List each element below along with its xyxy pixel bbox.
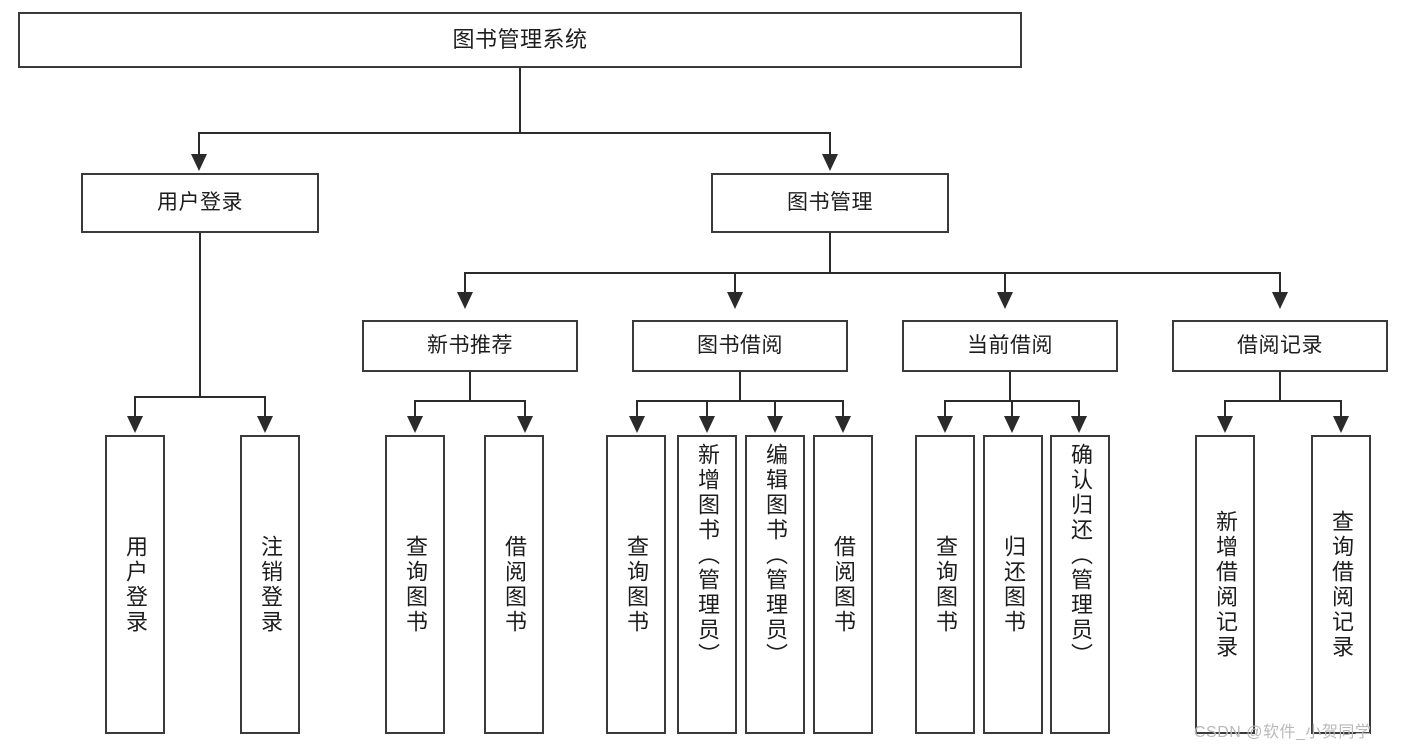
- node-label: 图书管理系统: [452, 26, 588, 52]
- arrow-to-book-manage: [822, 154, 838, 171]
- node-label: 编辑图书（管理员）: [763, 443, 788, 668]
- connector-book-manage-stem: [829, 233, 831, 273]
- connector-new-book-stem: [469, 372, 471, 401]
- leaf-return-book[interactable]: 归还图书: [983, 435, 1043, 734]
- node-label: 查询借阅记录: [1329, 509, 1354, 660]
- leaf-borrow-book-recommend[interactable]: 借阅图书: [484, 435, 544, 734]
- arrow-to-leaf-return-book: [1004, 416, 1020, 433]
- leaf-add-book-admin[interactable]: 新增图书（管理员）: [677, 435, 737, 734]
- node-book-borrow[interactable]: 图书借阅: [632, 320, 848, 372]
- connector-book-borrow-bus: [636, 400, 844, 402]
- arrow-to-leaf-borrow-book-2: [835, 416, 851, 433]
- connector-root-stem: [519, 68, 521, 133]
- connector-user-login-drop-1: [134, 396, 136, 418]
- connector-book-manage-bus: [464, 272, 1281, 274]
- leaf-confirm-return-admin[interactable]: 确认归还（管理员）: [1050, 435, 1110, 734]
- node-current-borrow[interactable]: 当前借阅: [902, 320, 1118, 372]
- node-label: 图书借阅: [697, 334, 783, 358]
- arrow-to-leaf-confirm-return: [1071, 416, 1087, 433]
- connector-current-borrow-drop-1: [944, 400, 946, 418]
- arrow-to-book-borrow: [727, 292, 743, 309]
- connector-book-borrow-drop-3: [774, 400, 776, 418]
- node-label: 用户登录: [123, 534, 148, 635]
- leaf-logout[interactable]: 注销登录: [240, 435, 300, 734]
- node-label: 用户登录: [157, 191, 243, 215]
- node-label: 查询图书: [624, 534, 649, 635]
- leaf-query-book-recommend[interactable]: 查询图书: [385, 435, 445, 734]
- arrow-to-borrow-record: [1272, 292, 1288, 309]
- connector-book-manage-drop-1: [464, 272, 466, 294]
- connector-borrow-record-drop-2: [1340, 400, 1342, 418]
- node-label: 确认归还（管理员）: [1068, 443, 1093, 668]
- node-label: 图书管理: [787, 191, 873, 215]
- connector-user-login-stem: [199, 233, 201, 397]
- arrow-to-leaf-query-book-1: [407, 416, 423, 433]
- connector-root-to-user-login: [198, 132, 200, 156]
- node-root-system[interactable]: 图书管理系统: [18, 12, 1022, 68]
- connector-book-borrow-stem: [739, 372, 741, 401]
- node-book-management[interactable]: 图书管理: [711, 173, 949, 233]
- node-label: 借阅图书: [831, 534, 856, 635]
- node-borrow-record[interactable]: 借阅记录: [1172, 320, 1388, 372]
- connector-user-login-drop-2: [264, 396, 266, 418]
- leaf-user-login[interactable]: 用户登录: [105, 435, 165, 734]
- arrow-to-leaf-query-book-2: [629, 416, 645, 433]
- node-user-login[interactable]: 用户登录: [81, 173, 319, 233]
- arrow-to-current-borrow: [997, 292, 1013, 309]
- connector-book-manage-drop-3: [1004, 272, 1006, 294]
- connector-root-to-book-manage: [829, 132, 831, 156]
- connector-borrow-record-stem: [1279, 372, 1281, 401]
- connector-current-borrow-drop-2: [1011, 400, 1013, 418]
- connector-borrow-record-drop-1: [1224, 400, 1226, 418]
- arrow-to-leaf-edit-book: [767, 416, 783, 433]
- leaf-add-borrow-record[interactable]: 新增借阅记录: [1195, 435, 1255, 734]
- node-new-book-recommend[interactable]: 新书推荐: [362, 320, 578, 372]
- arrow-to-leaf-user-login: [127, 416, 143, 433]
- node-label: 借阅记录: [1237, 334, 1323, 358]
- connector-user-login-bus: [134, 396, 266, 398]
- connector-book-borrow-drop-1: [636, 400, 638, 418]
- leaf-query-borrow-record[interactable]: 查询借阅记录: [1311, 435, 1371, 734]
- connector-book-manage-drop-4: [1279, 272, 1281, 294]
- node-label: 归还图书: [1001, 534, 1026, 635]
- arrow-to-new-book-recommend: [457, 292, 473, 309]
- arrow-to-leaf-query-book-3: [937, 416, 953, 433]
- node-label: 新增借阅记录: [1213, 509, 1238, 660]
- connector-root-bus: [198, 132, 831, 134]
- node-label: 新增图书（管理员）: [695, 443, 720, 668]
- arrow-to-leaf-query-record: [1333, 416, 1349, 433]
- connector-current-borrow-drop-3: [1078, 400, 1080, 418]
- node-label: 当前借阅: [967, 334, 1053, 358]
- node-label: 新书推荐: [427, 334, 513, 358]
- node-label: 查询图书: [403, 534, 428, 635]
- node-label: 注销登录: [258, 534, 283, 635]
- node-label: 查询图书: [933, 534, 958, 635]
- leaf-query-book-current[interactable]: 查询图书: [915, 435, 975, 734]
- leaf-query-book-borrow[interactable]: 查询图书: [606, 435, 666, 734]
- node-label: 借阅图书: [502, 534, 527, 635]
- connector-new-book-drop-1: [414, 400, 416, 418]
- connector-book-borrow-drop-4: [842, 400, 844, 418]
- arrow-to-leaf-borrow-book-1: [517, 416, 533, 433]
- connector-new-book-bus: [414, 400, 526, 402]
- arrow-to-leaf-add-record: [1217, 416, 1233, 433]
- arrow-to-leaf-add-book: [699, 416, 715, 433]
- leaf-borrow-book[interactable]: 借阅图书: [813, 435, 873, 734]
- connector-borrow-record-bus: [1224, 400, 1342, 402]
- connector-book-borrow-drop-2: [706, 400, 708, 418]
- connector-new-book-drop-2: [524, 400, 526, 418]
- leaf-edit-book-admin[interactable]: 编辑图书（管理员）: [745, 435, 805, 734]
- connector-current-borrow-stem: [1009, 372, 1011, 401]
- arrow-to-user-login: [191, 154, 207, 171]
- arrow-to-leaf-logout: [257, 416, 273, 433]
- connector-book-manage-drop-2: [734, 272, 736, 294]
